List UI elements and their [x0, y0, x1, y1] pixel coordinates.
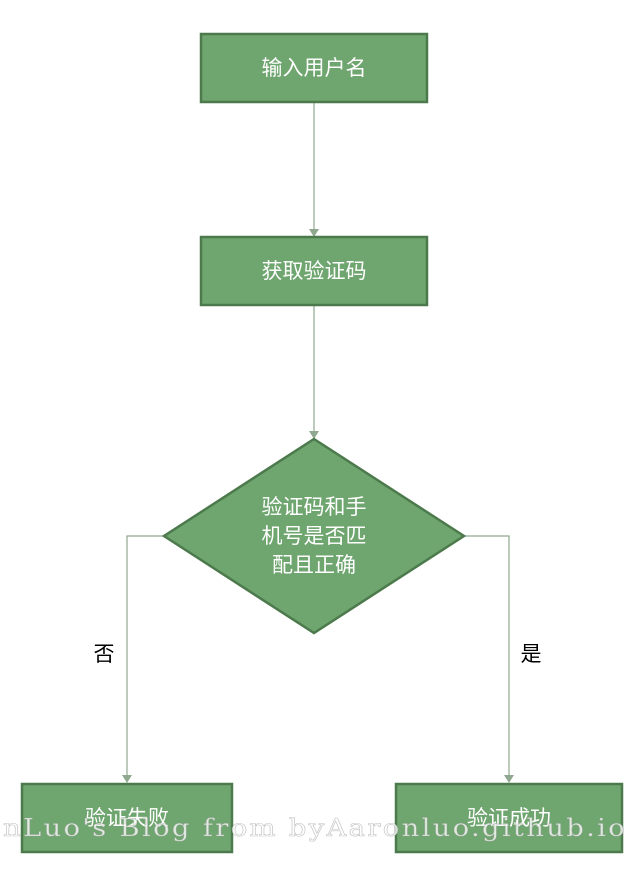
arrowhead-decision [309, 431, 319, 439]
node-success-label: 验证成功 [467, 806, 551, 830]
node-input-username-label: 输入用户名 [262, 56, 367, 80]
decision-diamond [161, 437, 467, 635]
arrowhead-fail [122, 775, 132, 783]
watermark-text: nLuo's Blog from byAaronluo.github.io [3, 814, 627, 842]
branch-label-yes: 是 [521, 642, 542, 666]
arrowhead-getcode [309, 229, 319, 237]
node-get-code-label: 获取验证码 [262, 259, 367, 283]
connector-decision-to-fail [126, 535, 164, 778]
node-get-code-box [199, 235, 429, 307]
node-decision: 验证码和手 机号是否匹 配且正确 [161, 437, 467, 635]
node-input-username-box [199, 32, 429, 104]
node-input-username: 输入用户名 [199, 32, 429, 104]
branch-label-no: 否 [94, 642, 115, 666]
node-success: 验证成功 [394, 782, 624, 854]
connector-decision-to-success [464, 535, 510, 778]
decision-label-line-2: 机号是否匹 [262, 524, 367, 548]
decision-label-line-3: 配且正确 [272, 553, 356, 577]
node-fail: 验证失败 [20, 782, 234, 854]
connectors [122, 102, 514, 783]
arrowhead-success [504, 775, 514, 783]
node-fail-box [20, 782, 234, 854]
decision-label-line-1: 验证码和手 [262, 495, 367, 519]
node-get-code: 获取验证码 [199, 235, 429, 307]
node-fail-label: 验证失败 [85, 806, 169, 830]
node-success-box [394, 782, 624, 854]
